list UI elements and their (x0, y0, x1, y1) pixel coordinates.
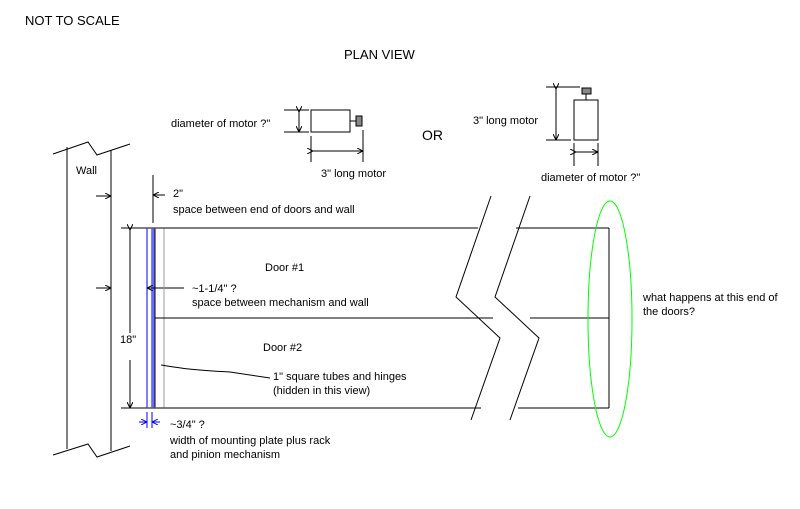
motor-pinion (355, 115, 363, 127)
door-1-label: Door #1 (265, 262, 305, 274)
tubes-note-line1: 1" square tubes and hinges (273, 371, 407, 383)
plate-width-line2: and pinion mechanism (170, 449, 281, 461)
gap-end-description: space between end of doors and wall (173, 204, 355, 216)
motor-pinion (581, 87, 592, 95)
height-dim-value: 18" (120, 333, 137, 347)
view-title: PLAN VIEW (344, 47, 415, 62)
end-question-line2: the doors? (643, 306, 695, 318)
motor-body (310, 109, 351, 133)
plate-width-line1: width of mounting plate plus rack (170, 435, 331, 447)
break-line-right (494, 195, 540, 421)
wall (52, 141, 131, 458)
motor-body (573, 99, 599, 141)
end-question-line1: what happens at this end of (643, 292, 778, 304)
highlight-ellipse (587, 200, 633, 438)
h-motor-diameter-label: diameter of motor ?" (171, 118, 271, 130)
or-label: OR (422, 127, 443, 143)
vertical-motor (546, 87, 599, 166)
rack (152, 228, 155, 408)
wall-top-break (52, 141, 131, 156)
mechanism-gap-description: space between mechanism and wall (192, 297, 369, 309)
rack-pinion-mechanism (139, 227, 160, 428)
scale-note: NOT TO SCALE (25, 13, 120, 28)
tubes-note-line2: (hidden in this view) (273, 385, 371, 397)
plate-width-value: ~3/4" ? (170, 419, 205, 431)
tubes-leader-line (160, 364, 271, 379)
v-motor-length-label: 3" long motor (473, 115, 539, 127)
break-line-left (455, 195, 501, 421)
h-motor-length-label: 3" long motor (321, 168, 387, 180)
door-2-label: Door #2 (263, 342, 303, 354)
horizontal-motor (284, 109, 364, 162)
mounting-plate (146, 227, 153, 409)
mechanism-gap-value: ~1-1/4" ? (192, 283, 237, 295)
wall-label: Wall (76, 165, 97, 177)
gap-end-value: 2" (173, 188, 184, 200)
doors (147, 195, 610, 421)
wall-bottom-break (52, 443, 131, 458)
v-motor-diameter-label: diameter of motor ?" (541, 172, 641, 184)
